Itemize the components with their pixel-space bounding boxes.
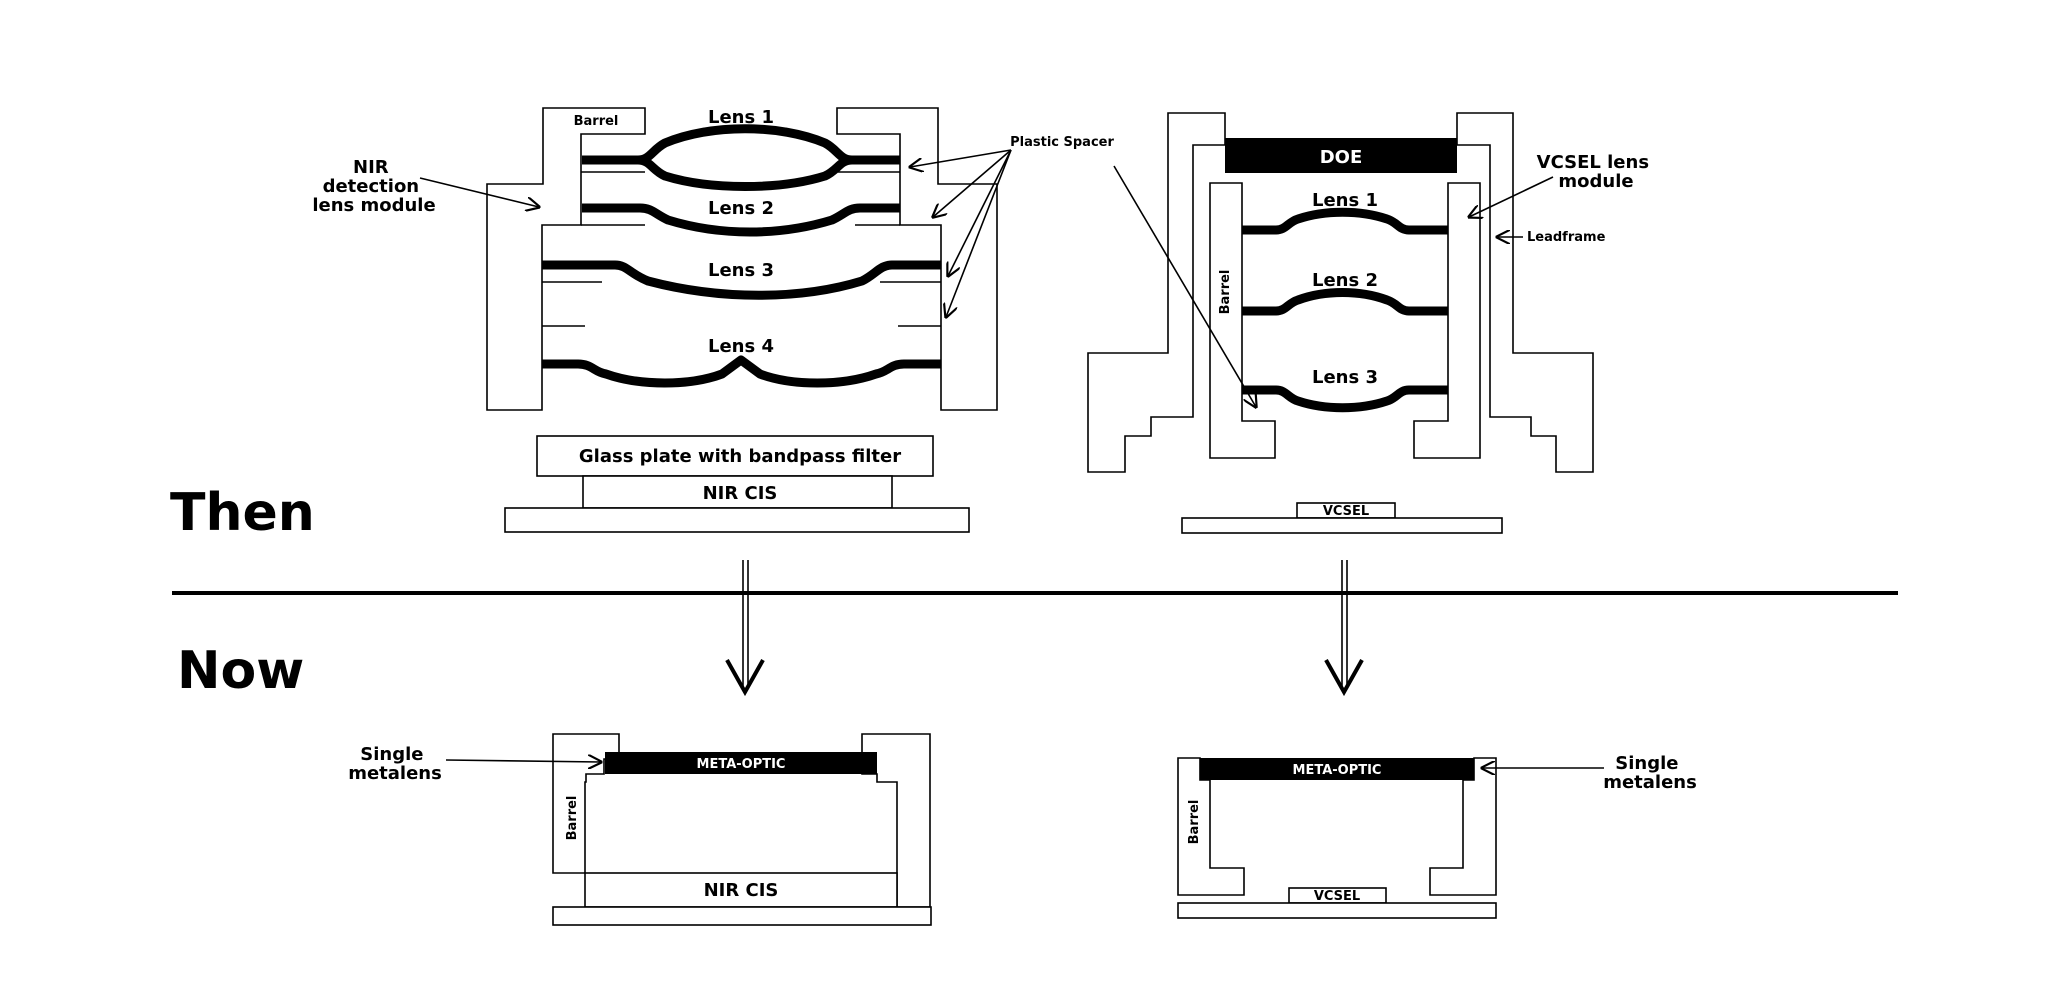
vcsel-old-lens-2 <box>1242 288 1448 316</box>
nir-old-glass-plate <box>536 435 934 477</box>
nir-old-module-label: NIR detection lens module <box>312 157 435 216</box>
vcsel-old-module-label: VCSEL lens module <box>1537 152 1656 192</box>
vcsel-old-lens-3-label: Lens 3 <box>1312 367 1378 388</box>
spacer-leader-1 <box>910 149 1012 167</box>
nir-old-lens-4 <box>542 355 941 388</box>
transition-arrow-nir <box>725 560 765 697</box>
nir-old-cis-label: NIR CIS <box>703 483 778 504</box>
nir-old-lens-1-label: Lens 1 <box>708 107 774 128</box>
nir-new-meta-optic-label: META-OPTIC <box>697 757 786 772</box>
vcsel-new-substrate <box>1177 902 1497 919</box>
vcsel-old-leadframe-left <box>1087 112 1226 473</box>
vcsel-new-meta-optic-label: META-OPTIC <box>1293 763 1382 778</box>
spacer-leader-5 <box>1113 165 1256 407</box>
nir-new-barrel-left <box>552 733 620 874</box>
vcsel-old-lens-1 <box>1242 207 1448 235</box>
now-title: Now <box>177 641 304 701</box>
nir-old-lens-4-label: Lens 4 <box>708 336 774 357</box>
nir-new-barrel-label: Barrel <box>565 796 580 841</box>
nir-new-cis <box>584 872 898 908</box>
nir-old-module: Barrel Lens 1 Lens 2 Lens 3 Lens 4 Glass… <box>312 107 1256 533</box>
vcsel-old-leadframe-right <box>1456 112 1594 473</box>
nir-new-cis-label: NIR CIS <box>704 880 779 901</box>
nir-old-barrel-right <box>836 107 998 411</box>
nir-new-module: META-OPTIC Barrel NIR CIS Single metalen… <box>348 733 932 926</box>
nir-old-glass-label: Glass plate with bandpass filter <box>579 446 901 467</box>
spacer-leader-3 <box>948 149 1012 276</box>
nir-old-barrel-label: Barrel <box>574 114 619 129</box>
vcsel-new-meta-optic <box>1200 758 1474 780</box>
vcsel-old-barrel-left <box>1209 182 1276 459</box>
nir-old-lens-3-label: Lens 3 <box>708 260 774 281</box>
nir-old-lens-2 <box>582 203 900 237</box>
vcsel-old-barrel-right <box>1413 182 1481 459</box>
then-title: Then <box>170 483 315 543</box>
transition-arrow-vcsel <box>1324 560 1364 697</box>
spacer-leader-2 <box>933 149 1012 217</box>
nir-old-lens-3 <box>542 260 941 300</box>
vcsel-old-vcsel-label: VCSEL <box>1323 504 1369 519</box>
vcsel-old-module-leader <box>1469 176 1554 217</box>
vcsel-new-vcsel-label: VCSEL <box>1314 889 1360 904</box>
vcsel-old-substrate <box>1181 517 1503 534</box>
leadframe-label: Leadframe <box>1527 230 1606 245</box>
vcsel-old-lens-1-label: Lens 1 <box>1312 190 1378 211</box>
nir-old-substrate <box>504 507 970 533</box>
nir-old-module-leader <box>419 177 539 207</box>
nir-old-lens-1 <box>582 124 900 191</box>
vcsel-new-barrel-label: Barrel <box>1187 800 1202 845</box>
vcsel-new-module: META-OPTIC Barrel VCSEL Single metalens <box>1177 753 1697 919</box>
vcsel-old-lens-3 <box>1242 385 1448 413</box>
vcsel-new-metalens-label: Single metalens <box>1603 753 1697 793</box>
vcsel-old-module: DOE Barrel Lens 1 Lens 2 Lens 3 VCSEL VC… <box>1087 112 1656 534</box>
nir-new-substrate <box>552 906 932 926</box>
vcsel-old-doe-label: DOE <box>1320 147 1363 168</box>
vcsel-old-barrel-label: Barrel <box>1218 270 1233 315</box>
nir-new-metalens-label: Single metalens <box>348 744 442 784</box>
nir-old-lens-2-label: Lens 2 <box>708 198 774 219</box>
nir-old-barrel-left <box>486 107 646 411</box>
nir-new-metalens-leader <box>445 760 601 762</box>
vcsel-old-doe <box>1225 138 1457 173</box>
nir-new-meta-optic <box>605 752 877 774</box>
plastic-spacer-label: Plastic Spacer <box>1010 135 1114 150</box>
vcsel-old-lens-2-label: Lens 2 <box>1312 270 1378 291</box>
spacer-leader-4 <box>946 149 1012 317</box>
